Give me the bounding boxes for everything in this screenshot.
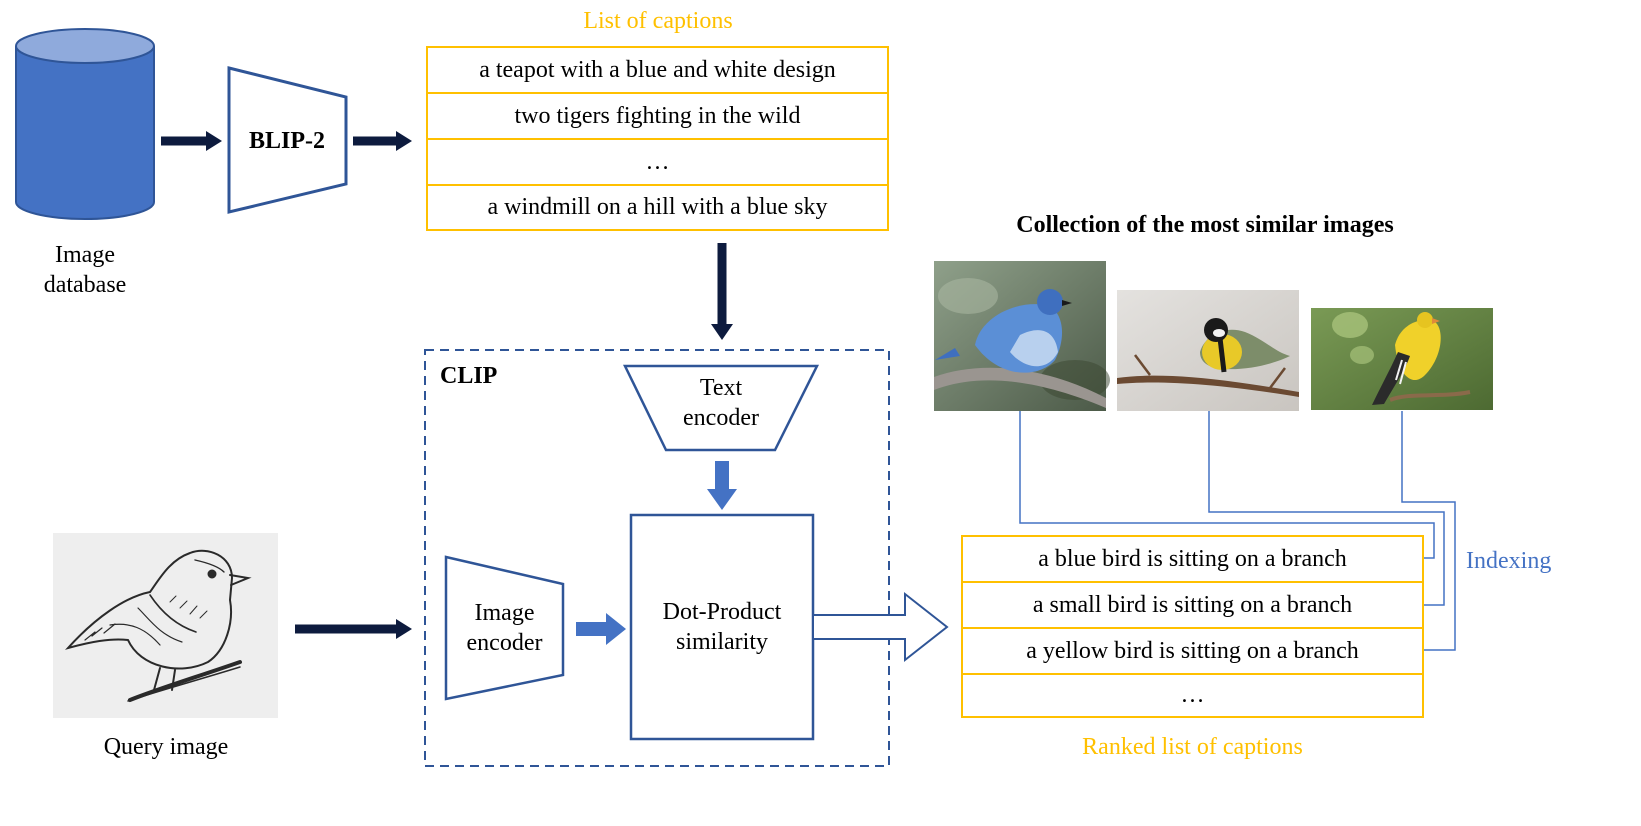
text-encoder-block <box>622 364 820 452</box>
image-encoder-block <box>444 555 565 701</box>
arrow-text-encoder-to-similarity <box>707 461 737 510</box>
blip2-block <box>227 66 348 214</box>
similar-image-great-tit <box>1117 290 1299 411</box>
indexing-label: Indexing <box>1466 548 1552 574</box>
arrow-database-to-blip2 <box>161 131 222 151</box>
caption-list-title: List of captions <box>583 8 733 34</box>
image-database-label: Image database <box>43 242 127 298</box>
caption-item: two tigers fighting in the wild <box>428 94 887 140</box>
ranked-caption-list: a blue bird is sitting on a branch a sma… <box>961 535 1424 718</box>
arrow-image-encoder-to-similarity <box>576 613 626 645</box>
caption-item: a teapot with a blue and white design <box>428 48 887 94</box>
ranked-caption-item: a blue bird is sitting on a branch <box>963 537 1422 583</box>
blip2-label: BLIP-2 <box>248 128 325 154</box>
clip-label: CLIP <box>440 363 498 389</box>
image-encoder-label: Image encoder <box>466 600 543 656</box>
similar-images-title: Collection of the most similar images <box>1016 212 1394 238</box>
ranked-caption-item: a small bird is sitting on a branch <box>963 583 1422 629</box>
text-encoder-label: Text encoder <box>683 375 759 431</box>
similarity-block <box>629 513 815 741</box>
arrow-blip2-to-captions <box>353 131 412 151</box>
arrow-captions-to-clip <box>711 243 733 340</box>
similarity-label: Dot-Product similarity <box>662 599 782 655</box>
ranked-caption-item-ellipsis: … <box>1180 682 1205 708</box>
ranked-list-title: Ranked list of captions <box>1082 734 1303 760</box>
database-cylinder-icon <box>15 28 155 220</box>
similar-image-yellow-bird <box>1311 308 1493 410</box>
arrow-query-to-clip <box>295 619 412 639</box>
query-image-label: Query image <box>103 734 229 760</box>
indexing-connectors <box>1019 411 1456 651</box>
similar-image-blue-bird <box>934 261 1110 411</box>
caption-item-ellipsis: … <box>428 140 887 186</box>
caption-list: a teapot with a blue and white design tw… <box>426 46 889 231</box>
caption-item: a windmill on a hill with a blue sky <box>487 194 828 220</box>
query-image-bird-sketch <box>53 533 278 718</box>
arrow-similarity-to-ranked-list <box>812 591 949 663</box>
clip-frame <box>424 349 890 767</box>
ranked-caption-item: a yellow bird is sitting on a branch <box>963 629 1422 675</box>
